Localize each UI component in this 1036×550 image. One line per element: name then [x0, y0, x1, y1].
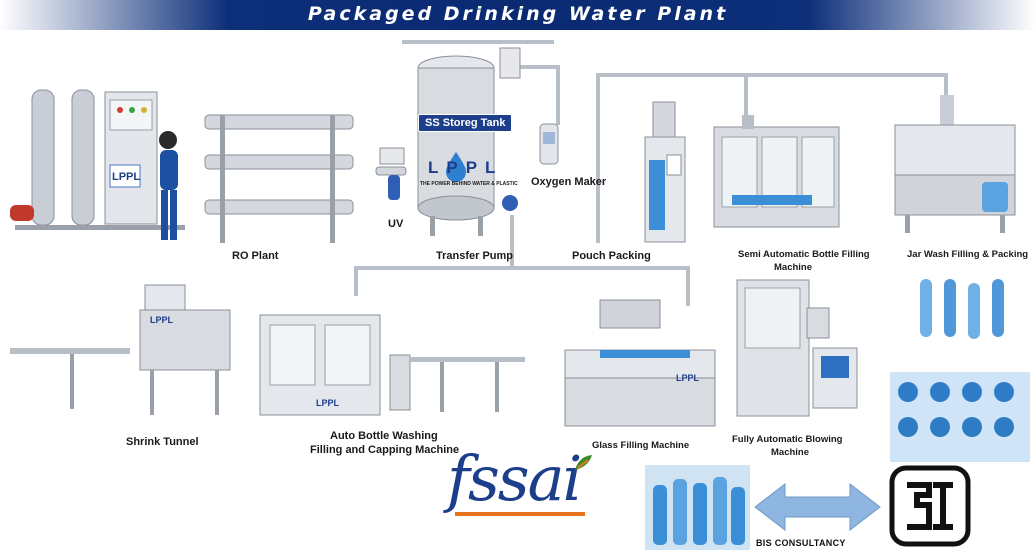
preforms-illustration [920, 279, 1004, 339]
pipe-drop-auto [354, 266, 358, 296]
pipe-drop-glass [686, 266, 690, 306]
ro-vessels-illustration [10, 89, 185, 240]
lppl-logo-tank: LPPL [428, 158, 504, 177]
title-banner [0, 0, 1036, 30]
ss-tank-badge: SS Storeg Tank [418, 114, 513, 132]
lppl-logo-auto: LPPL [316, 398, 340, 408]
shrink-tunnel-illustration [10, 284, 231, 415]
pipe-to-fillers [596, 73, 948, 77]
shrink-tunnel-label: Shrink Tunnel [126, 436, 199, 448]
pipe-lower-main [354, 266, 690, 270]
blowing-machine-illustration [736, 279, 858, 417]
fssai-leaf-icon [575, 455, 592, 470]
pipe-pump-to-lower [510, 215, 514, 267]
semi-auto-label-line1: Semi Automatic Bottle Filling [738, 249, 870, 260]
transfer-pump-label: Transfer Pump [436, 250, 514, 262]
glass-filling-illustration [564, 299, 716, 427]
auto-bottle-label-line2: Filling and Capping Machine [310, 444, 460, 456]
pipe-top-main [402, 40, 554, 44]
bottles-crate-illustration [890, 372, 1030, 462]
jar-wash-label: Jar Wash Filling & Packing [907, 249, 1029, 260]
ss-storage-tank-illustration [417, 47, 521, 236]
tank-tagline: THE POWER BEHIND WATER & PLASTIC [420, 181, 518, 187]
jar-wash-illustration [894, 95, 1016, 233]
blowing-label-line2: Machine [771, 447, 810, 458]
pouch-packing-label: Pouch Packing [572, 250, 651, 262]
pipe-tank-oxygen [520, 65, 560, 69]
fssai-logo: fssai [447, 442, 582, 515]
bis-consultancy-label: BIS CONSULTANCY [756, 538, 846, 548]
water-bottles-photo [645, 465, 750, 550]
lppl-logo-glass: LPPL [676, 373, 700, 383]
semi-auto-filling-illustration [713, 115, 840, 228]
uv-unit-illustration [375, 147, 407, 200]
blowing-label-line1: Fully Automatic Blowing [732, 434, 843, 445]
pipe-oxygen-down [556, 65, 560, 125]
glass-filling-label: Glass Filling Machine [592, 440, 690, 451]
auto-bottle-machine-illustration [259, 314, 525, 416]
lppl-logo-shrink: LPPL [150, 315, 174, 325]
fssai-underline [455, 512, 585, 516]
auto-bottle-label-line1: Auto Bottle Washing [330, 430, 438, 442]
oxygen-maker-illustration [539, 123, 559, 165]
pouch-packing-illustration [644, 101, 686, 243]
oxygen-maker-label: Oxygen Maker [531, 176, 607, 188]
lppl-logo-ro: LPPL [112, 171, 141, 183]
pipe-drop-pouch [596, 73, 600, 243]
page-title: Packaged Drinking Water Plant [307, 3, 729, 25]
isi-mark-logo [889, 465, 971, 547]
double-arrow-icon [754, 482, 881, 532]
semi-auto-label-line2: Machine [774, 262, 813, 273]
ro-plant-label: RO Plant [232, 250, 279, 262]
water-drop-icon [446, 152, 466, 182]
ro-membrane-illustration [204, 114, 354, 243]
uv-label: UV [388, 218, 404, 230]
pipe-drop-semi [744, 73, 748, 128]
